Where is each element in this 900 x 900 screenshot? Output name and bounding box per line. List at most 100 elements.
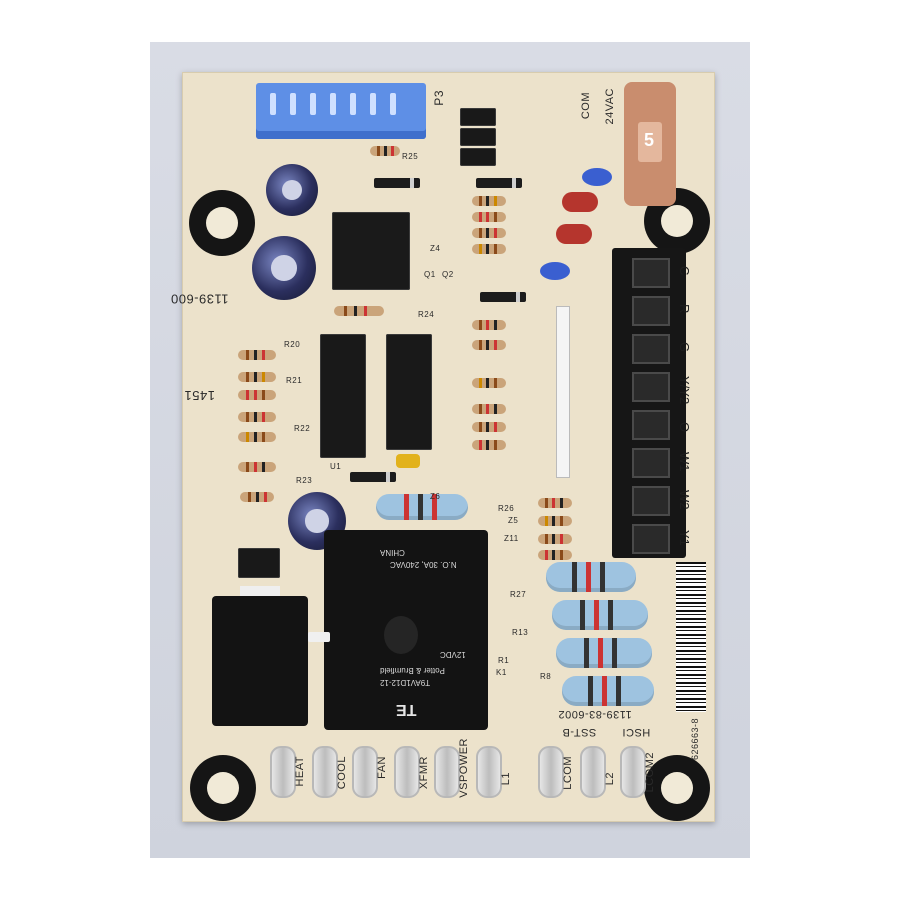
spade-terminal-lcom [538, 746, 564, 798]
ref-k1: K1 [496, 668, 507, 677]
diode [350, 472, 396, 482]
mounting-hole-bottom-right [644, 755, 710, 821]
spade-terminal-l2 [580, 746, 606, 798]
resistor [538, 550, 572, 560]
relay-rating: N.O. 30A, 240VAC [390, 560, 457, 569]
diode [480, 292, 526, 302]
relay-brand: TE [396, 701, 417, 718]
integrated-circuit-u2 [386, 334, 432, 450]
spade-terminal-l1 [476, 746, 502, 798]
ref-z6: Z6 [430, 492, 441, 501]
electrolytic-capacitor [252, 236, 316, 300]
terminal-label-lcom2: LCOM2 [644, 752, 656, 793]
ref-z4: Z4 [430, 244, 441, 253]
resistor [238, 390, 276, 400]
ref-r20: R20 [284, 340, 301, 349]
relay-model: T9AV1D12-12 [380, 678, 431, 687]
terminal-label-w2: W2 [677, 490, 692, 510]
power-resistor [376, 494, 468, 520]
resistor [538, 498, 572, 508]
film-capacitor [562, 192, 598, 212]
ref-q1: Q1 [424, 270, 436, 279]
resistor [538, 534, 572, 544]
terminal-label-r: R [677, 304, 692, 314]
transistor [460, 148, 496, 166]
part-number-bottom: 1139-83-6002 [558, 708, 632, 720]
yellow-capacitor [396, 454, 420, 468]
terminal-label-xfmr: XFMR [418, 756, 430, 790]
ref-z11: Z11 [504, 534, 519, 543]
relay-white-strip [240, 586, 280, 596]
spade-terminal-fan [352, 746, 378, 798]
relay-notes: Potter & Brumfield [380, 666, 445, 675]
terminal-label-fan: FAN [376, 756, 388, 779]
terminal-label-o: O [677, 422, 692, 433]
ref-q2: Q2 [442, 270, 454, 279]
ref-r27: R27 [510, 590, 527, 599]
ref-r26: R26 [498, 504, 515, 513]
resistor [334, 306, 384, 316]
diode [374, 178, 420, 188]
barcode-label [676, 562, 706, 712]
spade-terminal-xfmr [394, 746, 420, 798]
transistor [460, 128, 496, 146]
resistor [472, 196, 506, 206]
ref-r1: R1 [498, 656, 510, 665]
spade-terminal-heat [270, 746, 296, 798]
film-capacitor [582, 168, 612, 186]
relay-origin: CHINA [380, 548, 405, 557]
resistor [238, 412, 276, 422]
resistor [238, 432, 276, 442]
power-resistor [556, 638, 652, 668]
terminal-label-c: C [677, 266, 692, 276]
resistor [472, 422, 506, 432]
resistor [472, 228, 506, 238]
relay-coil: 12VDC [440, 650, 466, 659]
ref-r13: R13 [512, 628, 529, 637]
resistor [238, 462, 276, 472]
transistor [460, 108, 496, 126]
fuse-value: 5 [644, 130, 655, 150]
terminal-label-cool: COOL [336, 756, 348, 790]
terminal-label-y1: Y1 [677, 530, 692, 546]
mounting-hole-top-left [189, 190, 255, 256]
power-resistor [546, 562, 636, 592]
voltage-regulator [332, 212, 410, 290]
ref-u1: U1 [330, 462, 342, 471]
connector-p3 [256, 83, 426, 139]
resistor [472, 244, 506, 254]
ref-z5: Z5 [508, 516, 519, 525]
diode [476, 178, 522, 188]
terminal-label-w1: W1 [677, 452, 692, 472]
resistor [472, 320, 506, 330]
terminal-label-vspower: VSPOWER [458, 738, 470, 798]
serial-number: 626663-8 [690, 718, 700, 761]
power-resistor [562, 676, 654, 706]
film-capacitor [540, 262, 570, 280]
electrolytic-capacitor [266, 164, 318, 216]
fuse [624, 82, 676, 206]
com-label: COM [580, 92, 592, 120]
terminal-label-y-y2: Y/Y2 [677, 376, 692, 405]
ref-r23: R23 [296, 476, 313, 485]
label-sst-b: SST-B [562, 726, 597, 738]
terminal-label-l1: L1 [500, 772, 512, 786]
relay-coil-window [384, 616, 418, 654]
terminal-label-heat: HEAT [294, 756, 306, 787]
ref-r25: R25 [402, 152, 419, 161]
resistor [240, 492, 274, 502]
main-relay [324, 530, 488, 730]
part-number-top: 1139-600 [170, 291, 229, 307]
film-capacitor [556, 224, 592, 244]
fuse-rating: 24VAC [604, 88, 616, 125]
small-relay [212, 596, 308, 726]
pin-header [556, 306, 570, 478]
resistor [472, 440, 506, 450]
terminal-label-g: G [677, 342, 692, 353]
connector-label: P3 [432, 90, 446, 106]
integrated-circuit-u1 [320, 334, 366, 458]
resistor [238, 372, 276, 382]
terminal-label-lcom: LCOM [562, 756, 574, 790]
relay-tab [308, 632, 330, 642]
spade-terminal-vspower [434, 746, 460, 798]
